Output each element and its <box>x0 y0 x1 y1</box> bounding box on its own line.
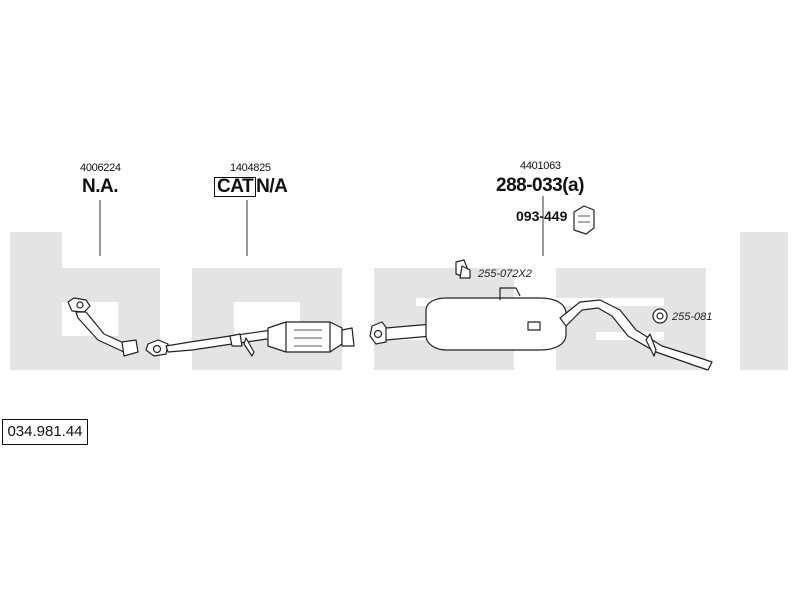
rear-silencer-part <box>425 287 567 351</box>
rear-silencer-kit: 093-449 <box>516 208 568 224</box>
front-pipe-code: N.A. <box>82 176 119 197</box>
tail-pipe-part <box>559 299 713 371</box>
rear-silencer-code: 288-033(a) <box>496 175 584 196</box>
front-pipe-number: 4006224 <box>80 162 121 174</box>
front-pipe-part <box>67 297 139 357</box>
reference-number: 034.981.44 <box>2 419 88 445</box>
catalyst-number: 1404825 <box>230 162 271 174</box>
mount-label: 255-072X2 <box>478 268 532 280</box>
ring-label: 255-081 <box>672 311 713 323</box>
catalyst-code: N/A <box>256 176 288 197</box>
catalyst-cat-box: CAT <box>214 177 257 197</box>
middle-pipe-part <box>145 329 275 357</box>
mount-accessory <box>455 259 471 279</box>
catalyst-part <box>267 321 355 353</box>
rear-silencer-number: 4401063 <box>520 160 561 172</box>
kit-accessory <box>573 205 595 235</box>
ring-accessory <box>652 308 668 324</box>
